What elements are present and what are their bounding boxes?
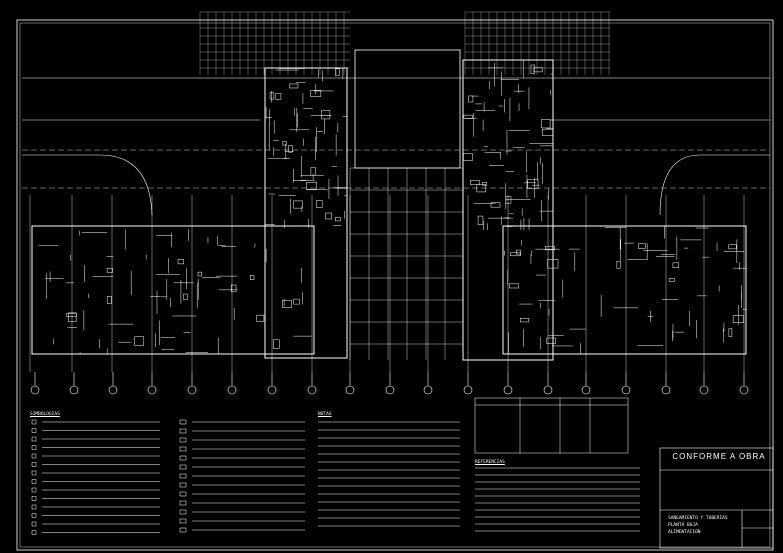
title-block-frame	[659, 447, 774, 549]
entrance-canopy	[354, 49, 461, 169]
title-line-1: SANEAMIENTO Y TUBERIAS	[668, 516, 728, 521]
site-grid-left	[199, 11, 350, 75]
corridor-grid	[29, 167, 745, 372]
title-line-3: ALIMENTACION	[668, 530, 701, 535]
road-outline-right	[550, 119, 770, 216]
building-left-tower	[264, 67, 348, 359]
title-block-stamp: CONFORME A OBRA	[672, 452, 766, 461]
column-grid-markers	[30, 372, 749, 395]
sheet-border	[16, 19, 774, 551]
reference-table	[474, 397, 629, 454]
road-outline-left	[22, 119, 260, 216]
notes-heading: NOTAS	[318, 412, 332, 417]
title-line-2: PLANTA BAJA	[668, 523, 698, 528]
references-heading: REFERENCIAS	[475, 460, 505, 465]
building-right-wing	[502, 225, 747, 355]
site-grid-right	[464, 11, 610, 75]
building-left-wing	[31, 225, 315, 355]
legend-symbols	[31, 419, 640, 535]
building-right-tower	[462, 59, 554, 361]
symbols-heading: SIMBOLOGIAS	[30, 412, 60, 417]
sheet-inner-border	[19, 22, 771, 548]
room-partitions	[38, 60, 746, 354]
